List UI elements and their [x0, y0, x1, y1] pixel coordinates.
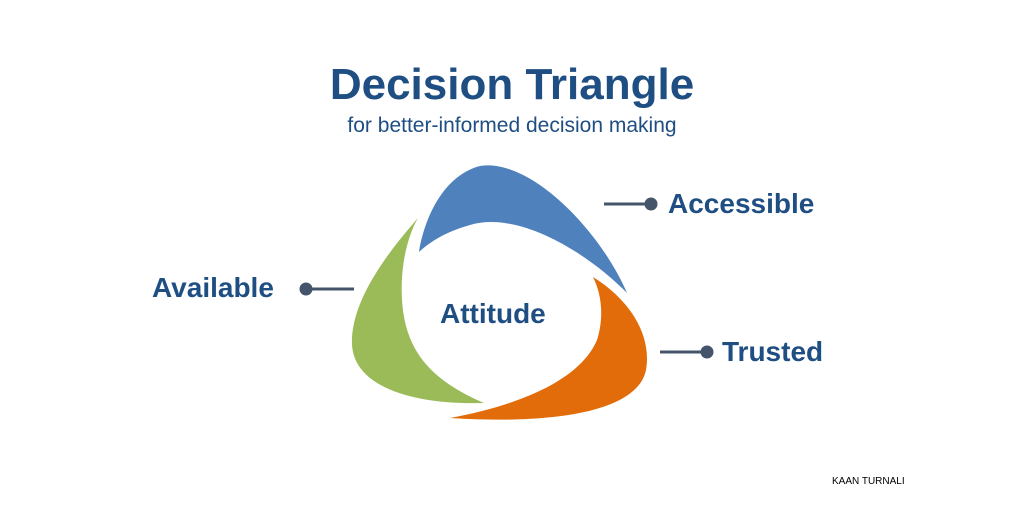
label-available: Available: [152, 272, 274, 303]
center-label: Attitude: [440, 298, 546, 329]
blue-segment: [419, 165, 627, 293]
label-trusted: Trusted: [722, 336, 824, 367]
subtitle: for better-informed decision making: [347, 114, 677, 137]
accessible-dot: [644, 197, 658, 211]
available-dot: [299, 282, 313, 296]
label-accessible: Accessible: [668, 188, 815, 219]
author-credit: KAAN TURNALI: [832, 476, 905, 487]
page-title: Decision Triangle: [329, 60, 695, 109]
trusted-dot: [700, 345, 714, 359]
orange-segment: [450, 277, 647, 420]
green-segment: [351, 218, 484, 404]
